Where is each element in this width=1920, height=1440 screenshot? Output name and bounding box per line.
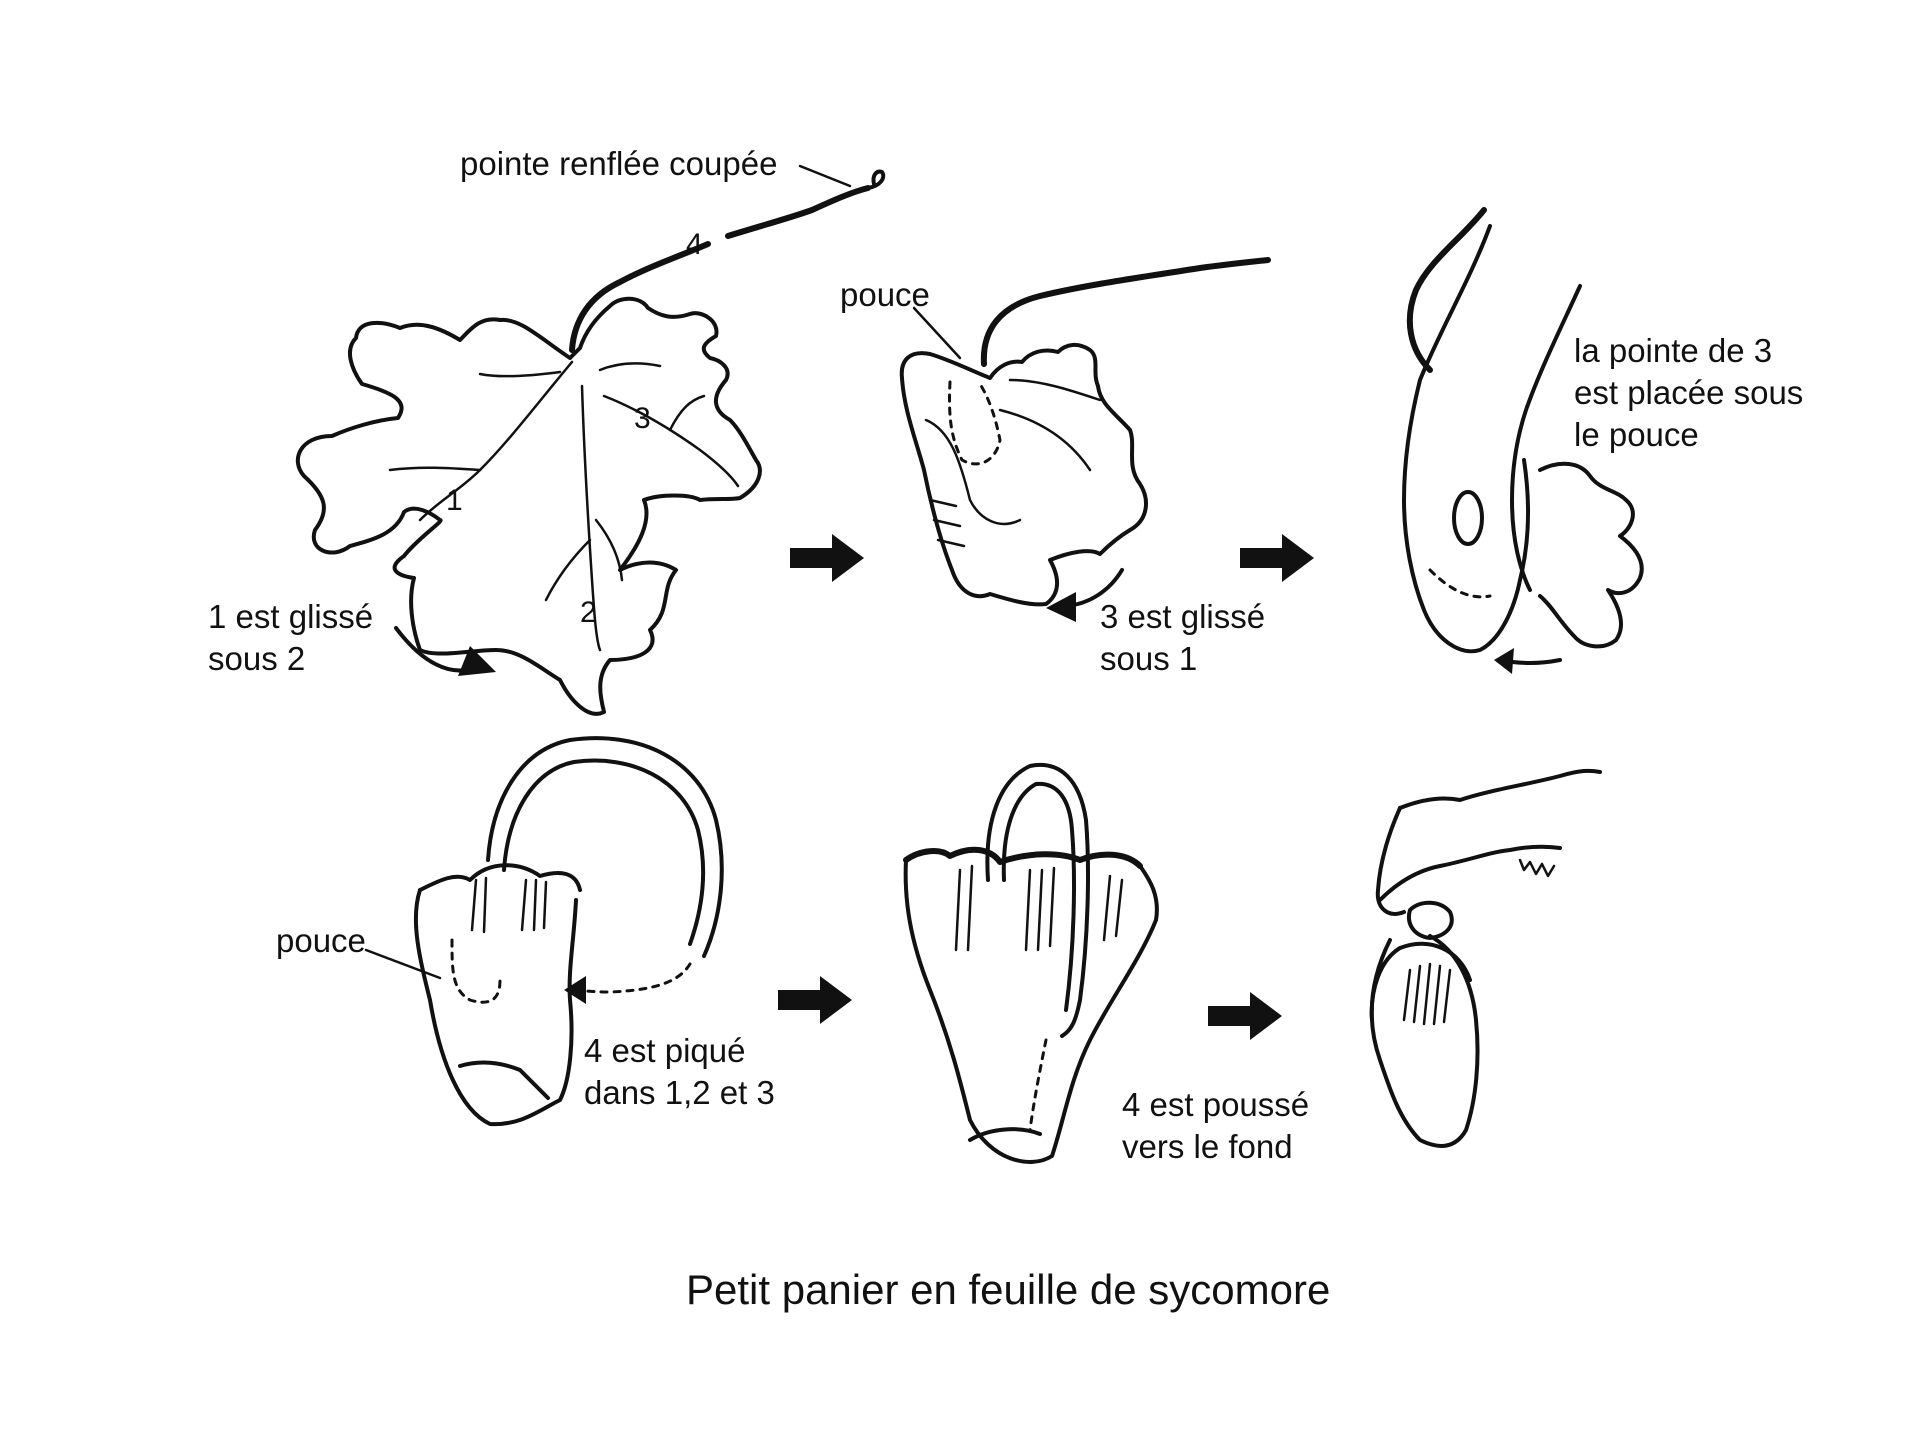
step6-hair (1518, 858, 1556, 878)
step5-handle-outer (985, 762, 1090, 1038)
step2-arrowhead (1046, 592, 1076, 622)
step1-tip-label: pointe renflée coupée (460, 145, 778, 182)
step3-hand-line (1510, 284, 1582, 592)
step6-thumb (1407, 900, 1454, 940)
step1-caption-line-1: 1 est glissé (208, 598, 374, 635)
vein-2 (580, 384, 602, 652)
step6-handle (1369, 941, 1472, 1022)
step3-caption-line-3: le pouce (1574, 416, 1699, 453)
step4-rim (418, 863, 582, 892)
step1-leaf-drawing (295, 164, 886, 716)
step5-basket-outline (903, 858, 1159, 1164)
step2-fold-line (924, 418, 1022, 526)
step4-thumb-label: pouce (276, 922, 366, 959)
vein-top-right (598, 362, 662, 372)
step2-hatch-2 (932, 518, 962, 528)
step4-basket-drawing (364, 736, 724, 1127)
step4-thumb-leader (364, 948, 442, 980)
step-arrow-3 (778, 976, 852, 1024)
step2-thumb-label: pouce (840, 276, 930, 313)
step2-caption-line-1: 3 est glissé (1100, 598, 1266, 635)
step3-leaf-edge (1538, 461, 1644, 649)
step6-basket-drawing (1369, 768, 1602, 1148)
step4-thumb-dashed (450, 938, 502, 1004)
step3-thumbnail (1452, 490, 1484, 546)
vein-1b (388, 466, 482, 472)
step4-handle-inner (502, 758, 706, 946)
step1-arrowhead (458, 646, 496, 676)
step3-stem (1406, 207, 1487, 373)
step5-caption-line-1: 4 est poussé (1122, 1086, 1310, 1123)
step4-hatch (470, 876, 548, 934)
leaf-stem-tip-end (866, 169, 886, 190)
figure-title: Petit panier en feuille de sycomore (686, 1266, 1331, 1313)
step-arrow-4 (1208, 992, 1282, 1040)
step1-lobe-number-2: 2 (580, 596, 597, 629)
step3-leaf-dashed (1428, 568, 1492, 599)
vein-2c (594, 518, 624, 582)
step6-basket-outline (1369, 934, 1480, 1148)
step-arrow-2 (1240, 534, 1314, 582)
step5-hatch (954, 864, 1124, 952)
step4-caption-line-2: dans 1,2 et 3 (584, 1074, 775, 1111)
step1-caption: 1 est glissé sous 2 (208, 596, 373, 680)
tip-leader-line (798, 164, 852, 188)
step4-handle-outer (486, 736, 724, 958)
vein-3b (668, 394, 706, 432)
step4-caption-line-1: 4 est piqué (584, 1032, 746, 1069)
step5-basket-drawing (903, 762, 1159, 1164)
step3-caption-line-1: la pointe de 3 (1574, 332, 1773, 369)
step3-finger-outline (1402, 224, 1531, 654)
vein-top (478, 370, 562, 378)
step6-hand-lower (1378, 844, 1562, 902)
step2-outline (899, 343, 1148, 607)
step5-rim (903, 846, 1143, 869)
step2-caption-line-2: sous 1 (1100, 640, 1198, 677)
step4-bottom-fold (458, 1060, 550, 1100)
step1-caption-line-2: sous 2 (208, 640, 306, 677)
step4-pierce-head (564, 976, 586, 1004)
leaf-stem-tip (725, 185, 871, 239)
step5-caption: 4 est poussé vers le fond (1122, 1084, 1309, 1168)
step4-basket-outline (413, 888, 578, 1127)
step2-thumb-dashed (948, 380, 1002, 466)
leaf-stem-4 (569, 241, 711, 353)
step4-caption: 4 est piqué dans 1,2 et 3 (584, 1030, 775, 1114)
step6-finger (1375, 806, 1406, 916)
step5-caption-line-2: vers le fond (1122, 1128, 1293, 1165)
step2-stem (980, 257, 1271, 367)
step3-arrowhead (1494, 648, 1514, 674)
step2-caption: 3 est glissé sous 1 (1100, 596, 1265, 680)
step5-bottom-fold (968, 1127, 1042, 1142)
step3-caption: la pointe de 3 est placée sous le pouce (1574, 330, 1803, 456)
step1-lobe-number-4: 4 (686, 228, 703, 261)
step2-hatch-1 (928, 498, 958, 508)
step2-hatch-3 (936, 538, 966, 548)
step4-pierce-dashed (572, 962, 692, 994)
step2-thumb-leader (912, 306, 962, 360)
vein-2b (544, 538, 592, 602)
vein-1 (418, 360, 574, 522)
step3-caption-line-2: est placée sous (1574, 374, 1804, 411)
step2-vein-a (998, 408, 1092, 472)
step6-hand (1398, 768, 1602, 810)
leaf-outline (295, 296, 762, 716)
step6-hatch (1402, 962, 1452, 1026)
step2-vein-b (1008, 378, 1102, 402)
step2-leaf-drawing (899, 257, 1271, 622)
step1-lobe-number-1: 1 (446, 484, 463, 517)
step5-handle-inner (1001, 781, 1076, 1012)
step5-bottom-dashed (1028, 1038, 1048, 1132)
step1-lobe-number-3: 3 (634, 402, 651, 435)
step3-hand-drawing (1402, 207, 1644, 674)
vein-3 (602, 394, 740, 488)
step-arrow-1 (790, 534, 864, 582)
